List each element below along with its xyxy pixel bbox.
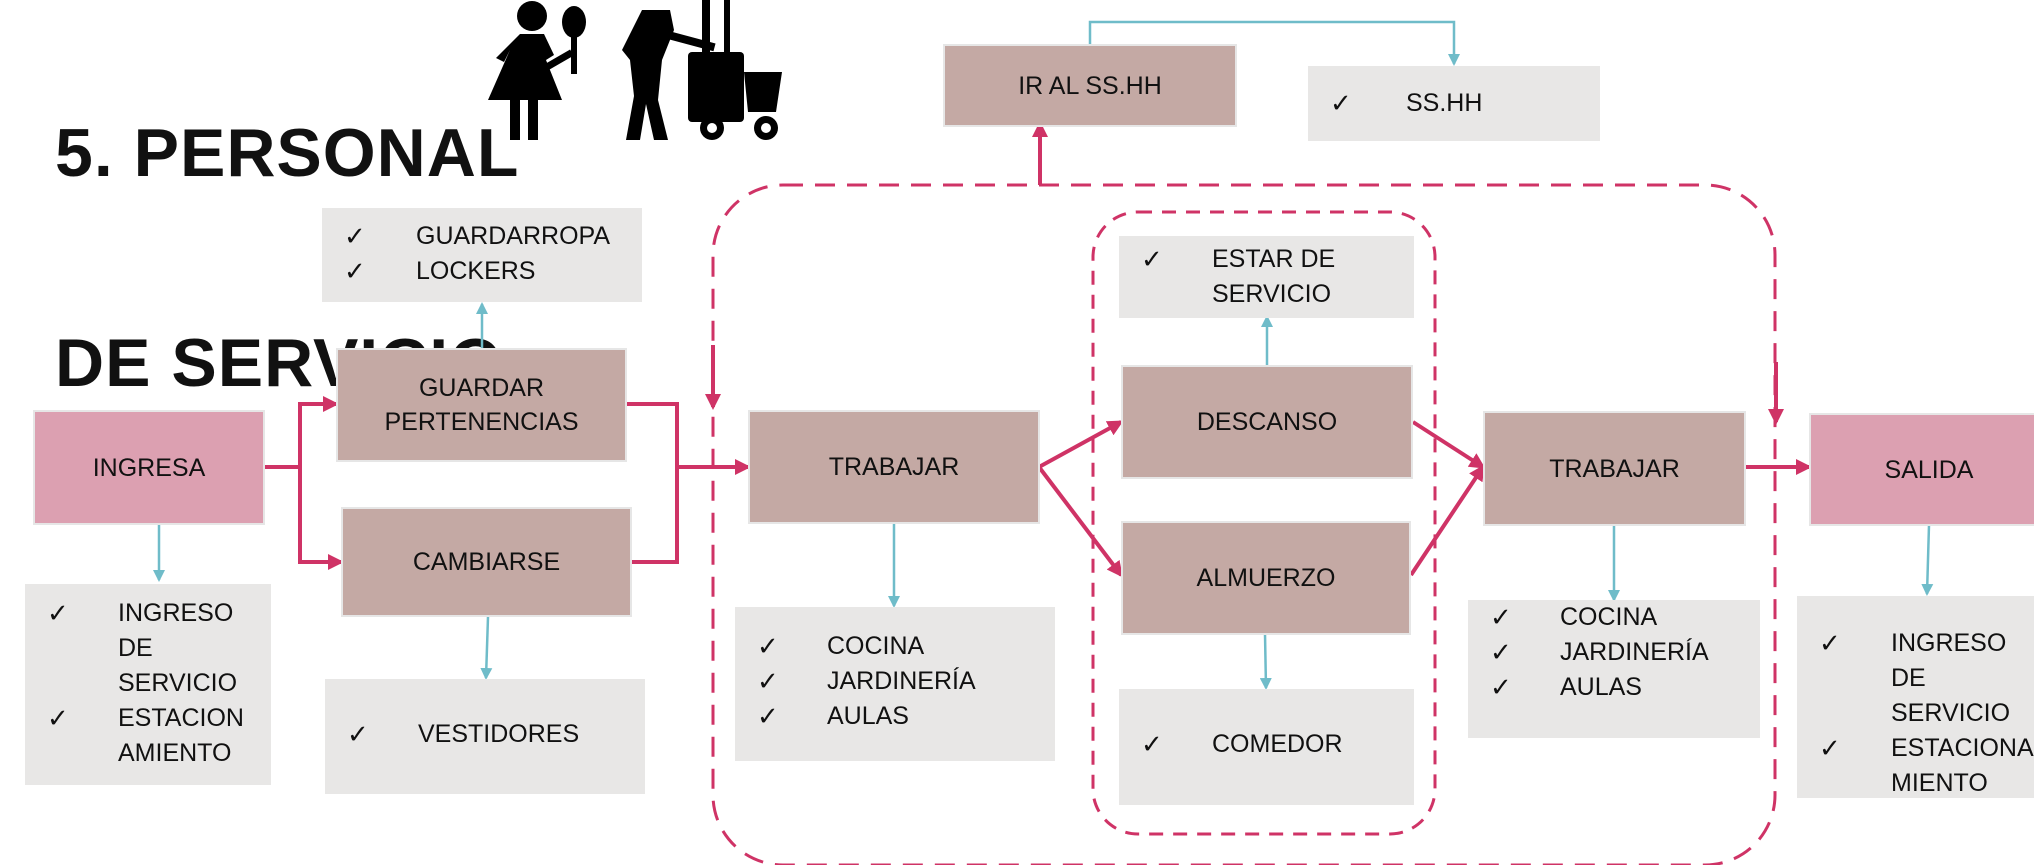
note-text: JARDINERÍA xyxy=(1560,638,1709,666)
note-text: VESTIDORES xyxy=(418,720,580,748)
note-text: COMEDOR xyxy=(1212,730,1343,758)
check-icon: ✓ xyxy=(1141,729,1163,759)
note-item: ✓ ESTACION AMIENTO xyxy=(47,701,271,771)
note-item: ✓ COMEDOR xyxy=(1141,727,1414,762)
note-item: ✓ COCINA xyxy=(1490,600,1760,635)
node-salida: SALIDA xyxy=(1809,413,2034,526)
note-item: ✓ VESTIDORES xyxy=(347,717,645,752)
check-icon: ✓ xyxy=(344,256,366,286)
flow-to-almuerzo xyxy=(1037,465,1123,578)
note-text: AULAS xyxy=(1560,673,1642,701)
check-icon: ✓ xyxy=(47,703,69,733)
note-text: GUARDARROPA xyxy=(416,222,611,250)
flow-to-guardar xyxy=(298,396,339,467)
title-line-1: 5. PERSONAL xyxy=(55,115,520,191)
note-vestidores: ✓ VESTIDORES xyxy=(325,679,645,794)
note-item: ✓ INGRESO DE SERVICIO xyxy=(47,596,271,701)
note-text: COCINA xyxy=(827,632,925,660)
flow-to-descanso xyxy=(1038,420,1124,469)
flow-almuerzo-trabajar2 xyxy=(1409,464,1485,577)
check-icon: ✓ xyxy=(1490,602,1512,632)
note-text: ESTAR DE SERVICIO xyxy=(1212,245,1336,308)
link-almuerzo-note xyxy=(1259,633,1272,690)
note-guardarropa: ✓ GUARDARROPA ✓ LOCKERS xyxy=(322,208,642,302)
note-item: ✓ JARDINERÍA xyxy=(757,664,1055,699)
note-salida: ✓ INGRESO DE SERVICIO ✓ ESTACIONA MIENTO xyxy=(1797,596,2034,798)
note-item: ✓ GUARDARROPA xyxy=(344,219,642,254)
check-icon: ✓ xyxy=(347,719,369,749)
flow-descanso-trabajar2 xyxy=(1411,420,1486,469)
check-icon: ✓ xyxy=(47,598,69,628)
note-trabajar-1: ✓ COCINA ✓ JARDINERÍA ✓ AULAS xyxy=(735,607,1055,761)
work-zone-boundary xyxy=(711,183,1777,865)
note-ingresa: ✓ INGRESO DE SERVICIO ✓ ESTACION AMIENTO xyxy=(25,584,271,785)
check-icon: ✓ xyxy=(757,631,779,661)
note-item: ✓ LOCKERS xyxy=(344,254,642,289)
note-text: JARDINERÍA xyxy=(827,667,976,695)
note-comedor: ✓ COMEDOR xyxy=(1119,689,1414,805)
node-trabajar-2: TRABAJAR xyxy=(1483,411,1746,526)
flow-to-cambiarse xyxy=(298,467,344,570)
check-icon: ✓ xyxy=(1141,244,1163,274)
node-almuerzo: ALMUERZO xyxy=(1121,521,1411,635)
maid-icon xyxy=(488,1,586,140)
break-zone-boundary xyxy=(1091,210,1437,836)
check-icon: ✓ xyxy=(1330,88,1352,118)
note-text: ESTACIONA MIENTO xyxy=(1891,734,2034,797)
check-icon: ✓ xyxy=(757,666,779,696)
node-ingresa: INGRESA xyxy=(33,410,265,525)
note-text: ESTACION AMIENTO xyxy=(118,704,244,767)
note-item: ✓ JARDINERÍA xyxy=(1490,635,1760,670)
note-text: LOCKERS xyxy=(416,257,536,285)
note-text: AULAS xyxy=(827,702,909,730)
link-cambiarse-note xyxy=(480,616,493,680)
note-item: ✓ ESTACIONA MIENTO xyxy=(1819,731,2034,801)
flow-cambiarse-merge xyxy=(632,467,679,564)
link-sshh-note xyxy=(1088,20,1460,66)
node-ir-al-sshh: IR AL SS.HH xyxy=(943,44,1237,127)
check-icon: ✓ xyxy=(1819,733,1841,763)
note-sshh: ✓ SS.HH xyxy=(1308,66,1600,141)
note-estar-de-servicio: ✓ ESTAR DE SERVICIO xyxy=(1119,236,1414,318)
note-text: COCINA xyxy=(1560,603,1658,631)
check-icon: ✓ xyxy=(1490,672,1512,702)
check-icon: ✓ xyxy=(1819,628,1841,658)
check-icon: ✓ xyxy=(757,701,779,731)
note-item: ✓ ESTAR DE SERVICIO xyxy=(1141,242,1414,312)
note-text: SS.HH xyxy=(1406,89,1483,117)
link-salida-note xyxy=(1921,524,1934,596)
flow-guardar-merge xyxy=(627,402,679,467)
note-item: ✓ AULAS xyxy=(757,699,1055,734)
check-icon: ✓ xyxy=(344,221,366,251)
note-item: ✓ COCINA xyxy=(757,629,1055,664)
node-descanso: DESCANSO xyxy=(1121,365,1413,479)
note-trabajar-2: ✓ COCINA ✓ JARDINERÍA ✓ AULAS xyxy=(1468,600,1760,738)
note-item: ✓ SS.HH xyxy=(1330,86,1600,121)
node-trabajar-1: TRABAJAR xyxy=(748,410,1040,524)
note-item: ✓ AULAS xyxy=(1490,670,1760,705)
janitor-cart-icon xyxy=(622,0,782,140)
node-guardar-pertenencias: GUARDAR PERTENENCIAS xyxy=(336,348,627,462)
note-text: INGRESO DE SERVICIO xyxy=(1891,629,2011,727)
note-item: ✓ INGRESO DE SERVICIO xyxy=(1819,626,2034,731)
node-cambiarse: CAMBIARSE xyxy=(341,507,632,617)
check-icon: ✓ xyxy=(1490,637,1512,667)
note-text: INGRESO DE SERVICIO xyxy=(118,599,238,697)
